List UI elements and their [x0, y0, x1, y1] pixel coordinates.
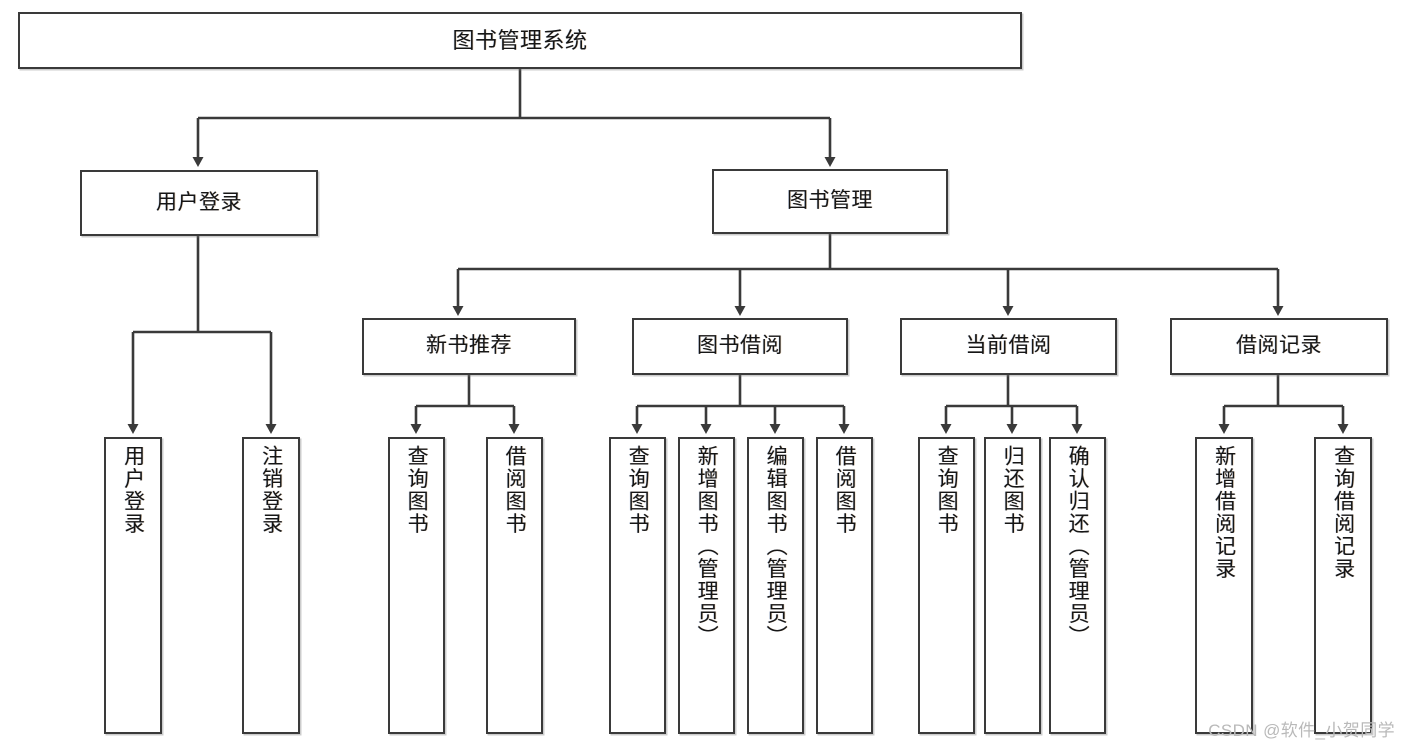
node-root-system[interactable]: 图书管理系统 [18, 12, 1022, 69]
node-leaf-add-book[interactable]: 新增图书（管理员） [678, 437, 735, 734]
node-new-book-recommend[interactable]: 新书推荐 [362, 318, 576, 375]
node-label: 借阅图书 [833, 445, 857, 535]
node-label: 图书管理 [787, 189, 873, 213]
node-label: 归还图书 [1001, 445, 1025, 535]
node-leaf-add-record[interactable]: 新增借阅记录 [1195, 437, 1253, 734]
node-borrow-record[interactable]: 借阅记录 [1170, 318, 1388, 375]
node-label: 借阅图书 [503, 445, 527, 535]
node-leaf-query-book-2[interactable]: 查询图书 [609, 437, 666, 734]
node-label: 借阅记录 [1236, 334, 1322, 358]
node-leaf-edit-book[interactable]: 编辑图书（管理员） [747, 437, 804, 734]
node-label: 用户登录 [121, 445, 145, 535]
node-leaf-user-login[interactable]: 用户登录 [104, 437, 162, 734]
node-leaf-borrow-book-1[interactable]: 借阅图书 [486, 437, 543, 734]
node-label: 图书借阅 [697, 334, 783, 358]
node-label: 当前借阅 [965, 334, 1052, 358]
node-label: 图书管理系统 [452, 27, 588, 53]
node-leaf-query-record[interactable]: 查询借阅记录 [1314, 437, 1372, 734]
node-current-borrow[interactable]: 当前借阅 [900, 318, 1117, 375]
node-book-borrow[interactable]: 图书借阅 [632, 318, 848, 375]
node-book-management[interactable]: 图书管理 [712, 169, 948, 234]
node-label: 用户登录 [156, 190, 242, 214]
node-leaf-query-book-3[interactable]: 查询图书 [918, 437, 975, 734]
node-label: 注销登录 [259, 445, 283, 535]
node-label: 新增借阅记录 [1212, 445, 1236, 580]
node-label: 确认归还（管理员） [1066, 445, 1090, 648]
node-label: 查询图书 [935, 445, 959, 535]
node-label: 新增图书（管理员） [695, 445, 719, 648]
node-label: 新书推荐 [426, 334, 512, 358]
csdn-watermark: CSDN @软件_小贺同学 [1208, 721, 1395, 740]
node-leaf-confirm-return[interactable]: 确认归还（管理员） [1049, 437, 1106, 734]
node-label: 编辑图书（管理员） [764, 445, 788, 648]
node-leaf-logout-login[interactable]: 注销登录 [242, 437, 300, 734]
node-leaf-query-book-1[interactable]: 查询图书 [388, 437, 445, 734]
node-label: 查询图书 [626, 445, 650, 535]
node-leaf-borrow-book-2[interactable]: 借阅图书 [816, 437, 873, 734]
node-label: 查询借阅记录 [1331, 445, 1355, 580]
node-user-login[interactable]: 用户登录 [80, 170, 318, 236]
node-label: 查询图书 [405, 445, 429, 535]
node-leaf-return-book[interactable]: 归还图书 [984, 437, 1041, 734]
